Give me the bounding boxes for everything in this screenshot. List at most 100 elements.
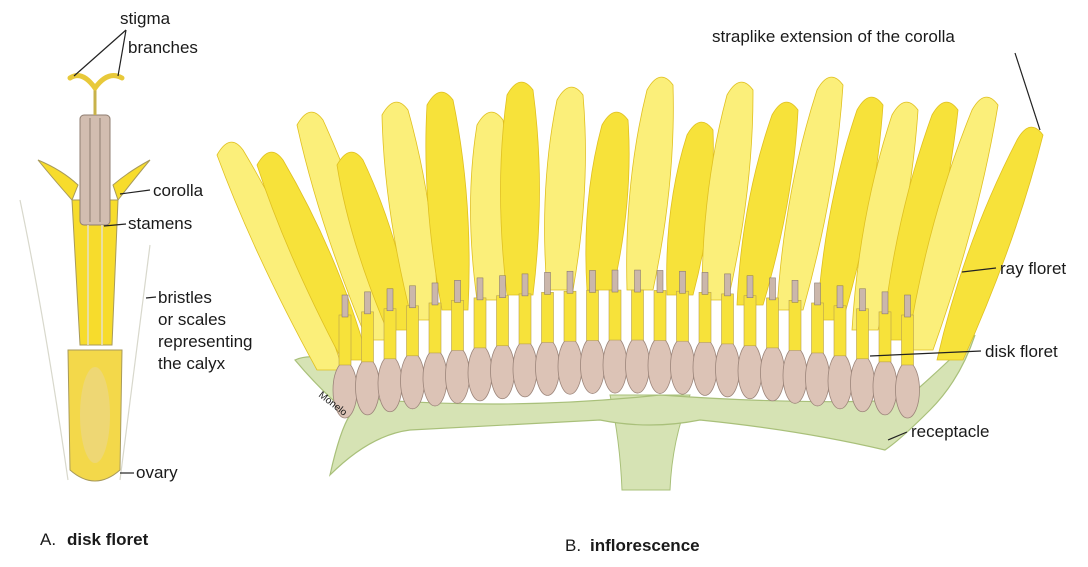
- leader-bristles: [146, 297, 156, 298]
- disk-floret-corolla: [564, 291, 576, 341]
- disk-floret-stamens: [410, 286, 416, 308]
- disk-floret-ovary: [491, 343, 515, 399]
- ray-petal: [501, 82, 540, 295]
- disk-floret-ovary: [356, 359, 380, 415]
- disk-floret-corolla: [722, 294, 734, 344]
- disk-floret-corolla: [339, 315, 351, 365]
- disk-floret-corolla: [362, 312, 374, 362]
- disk-floret-ovary: [468, 345, 492, 401]
- disk-floret-ovary: [693, 339, 717, 395]
- disk-floret-stamens: [815, 283, 821, 305]
- disk-floret-stamens: [770, 278, 776, 300]
- disk-floret-corolla: [474, 298, 486, 348]
- disk-floret-stamens: [725, 274, 731, 296]
- disk-floret-stamens: [342, 295, 348, 317]
- disk-floret-stamens: [860, 289, 866, 311]
- disk-floret-stamens: [837, 286, 843, 308]
- leader-stigma-right: [118, 30, 126, 76]
- label-stigma: stigma: [120, 9, 171, 28]
- disk-floret-ovary: [851, 356, 875, 412]
- disk-floret-corolla: [452, 300, 464, 350]
- disk-floret-corolla: [677, 291, 689, 341]
- disk-floret-stamens: [545, 272, 551, 294]
- label-stamens: stamens: [128, 214, 192, 233]
- disk-floret-ovary: [558, 338, 582, 394]
- disk-floret-stamens: [657, 270, 663, 292]
- ray-petal: [586, 112, 629, 290]
- disk-floret-corolla: [857, 309, 869, 359]
- disk-floret-stamens: [522, 274, 528, 296]
- disk-floret-ovary: [423, 350, 447, 406]
- disk-floret-stamens: [702, 272, 708, 294]
- disk-floret-corolla: [587, 290, 599, 340]
- label-ray-floret: ray floret: [1000, 259, 1066, 278]
- disk-floret-stamens: [792, 280, 798, 302]
- caption-a-title: disk floret: [67, 530, 149, 549]
- disk-floret-ovary: [738, 343, 762, 399]
- disk-floret-stamens: [882, 292, 888, 314]
- disk-floret-corolla: [497, 296, 509, 346]
- disk-floret-stamens: [567, 271, 573, 293]
- disk-floret-ovary: [873, 359, 897, 415]
- disk-floret-stamens: [432, 283, 438, 305]
- disk-floret-ovary: [536, 339, 560, 395]
- label-straplike: straplike extension of the corolla: [712, 27, 955, 46]
- disk-floret-stamens: [477, 278, 483, 300]
- disk-floret-corolla: [767, 298, 779, 348]
- disk-floret-ovary: [603, 337, 627, 393]
- disk-floret-corolla: [407, 306, 419, 356]
- disk-floret-stamens: [635, 270, 641, 292]
- disk-floret-ovary: [671, 338, 695, 394]
- disk-floret-stamens: [590, 270, 596, 292]
- caption-a-letter: A.: [40, 530, 56, 549]
- label-bristles-2: or scales: [158, 310, 226, 329]
- disk-floret-corolla: [812, 303, 824, 353]
- disk-floret-ovary: [896, 362, 920, 418]
- caption-b-letter: B.: [565, 536, 581, 555]
- disk-floret-stamens: [747, 276, 753, 298]
- disk-floret-ovary: [783, 347, 807, 403]
- disk-floret-corolla: [384, 309, 396, 359]
- disk-floret-ovary: [761, 345, 785, 401]
- ray-petal: [545, 87, 586, 290]
- disk-floret-stamens: [455, 280, 461, 302]
- disk-floret-corolla: [632, 290, 644, 340]
- disk-floret-corolla: [654, 290, 666, 340]
- disk-floret-stamens: [680, 271, 686, 293]
- disk-floret-corolla: [699, 292, 711, 342]
- disk-floret-stamens: [387, 289, 393, 311]
- disk-floret-corolla: [834, 306, 846, 356]
- disk-floret-stamens: [905, 295, 911, 317]
- label-branches: branches: [128, 38, 198, 57]
- disk-floret-corolla: [789, 300, 801, 350]
- disk-floret-corolla: [879, 312, 891, 362]
- disk-floret-corolla: [609, 290, 621, 340]
- label-corolla: corolla: [153, 181, 204, 200]
- disk-floret-corolla: [744, 296, 756, 346]
- disk-floret-stamens: [365, 292, 371, 314]
- disk-floret-ovary: [401, 353, 425, 409]
- caption-b-title: inflorescence: [590, 536, 700, 555]
- disk-floret-ovary: [648, 337, 672, 393]
- label-bristles-4: the calyx: [158, 354, 226, 373]
- disk-floret-ovary: [828, 353, 852, 409]
- leader-stigma-left: [74, 30, 126, 76]
- label-ovary: ovary: [136, 463, 178, 482]
- disk-floret-ovary: [626, 337, 650, 393]
- disk-floret-corolla: [542, 292, 554, 342]
- label-receptacle: receptacle: [911, 422, 989, 441]
- disk-floret-corolla: [902, 315, 914, 365]
- label-disk-floret: disk floret: [985, 342, 1058, 361]
- label-bristles-3: representing: [158, 332, 253, 351]
- disk-floret-corolla: [429, 303, 441, 353]
- disk-floret-ovary: [581, 337, 605, 393]
- disk-floret-ovary: [513, 341, 537, 397]
- label-bristles-1: bristles: [158, 288, 212, 307]
- disk-floret-ovary: [806, 350, 830, 406]
- disk-floret-stamens: [612, 270, 618, 292]
- disk-floret-ovary: [378, 356, 402, 412]
- disk-floret-ovary: [446, 347, 470, 403]
- disk-floret-stamens: [500, 276, 506, 298]
- leader-straplike: [1015, 53, 1040, 130]
